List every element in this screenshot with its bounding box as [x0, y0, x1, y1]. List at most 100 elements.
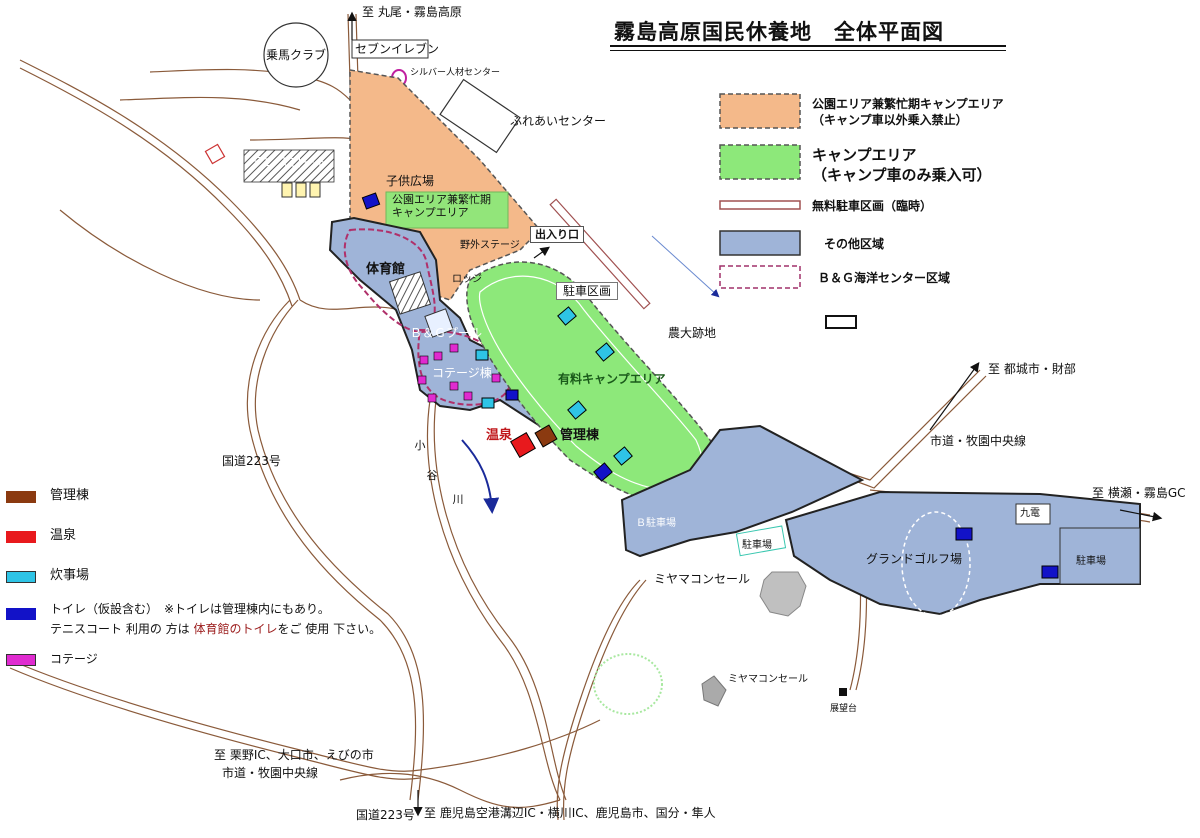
onsen-marker [510, 432, 536, 458]
legend-swatch-park [719, 93, 801, 129]
legend-admin-label: 管理棟 [50, 488, 90, 503]
label-to-miyakonojo: 至 都城市・財部 [988, 362, 1076, 376]
admin-marker [534, 424, 558, 448]
legend-swatch-onsen [6, 531, 36, 543]
legend-swatch-extra [825, 315, 857, 329]
ground-golf-area [784, 490, 1141, 616]
tennis-courts [281, 182, 321, 198]
legend-onsen-label: 温泉 [50, 528, 77, 543]
label-city-road: 市道・牧園中央線 [930, 434, 1027, 448]
ground-golf-course [901, 511, 971, 617]
toilet-marker [955, 527, 973, 541]
legend-camp-text: キャンプエリア （キャンプ車のみ乗入可） [812, 146, 992, 185]
treble-clef-garden [593, 653, 663, 715]
kitchen-marker [481, 397, 495, 409]
label-national-route: 国道223号 [222, 454, 281, 468]
legend-label-bg: Ｂ＆Ｇ海洋センター区域 [818, 270, 950, 286]
legend-swatch-bg [719, 265, 801, 289]
label-national-route-2: 国道223号 [356, 808, 415, 822]
small-building [204, 143, 226, 165]
tennis-court-area [243, 149, 335, 183]
direction-arrows [347, 11, 1163, 817]
legend-swatch-kitchen [6, 571, 36, 583]
map-legend-swatches [719, 93, 857, 329]
label-paid-camp-area: 有料キャンプエリア [558, 372, 666, 386]
label-river-1: 小 [414, 439, 426, 452]
toilet-marker [505, 389, 519, 401]
label-miyama-2: ミヤマコンセール [728, 674, 808, 685]
label-parking-lot-2: 駐車場 [1076, 556, 1106, 567]
toilet-note-prefix: テニスコート 利用の 方は [50, 622, 194, 636]
legend-bg-text: Ｂ＆Ｇ海洋センター区域 [818, 271, 951, 285]
toilet-marker [1041, 565, 1059, 579]
seven-eleven-box [351, 39, 429, 59]
label-parking-section: 駐車区画 [556, 282, 619, 301]
label-ground-golf: グランドゴルフ場 [866, 552, 963, 566]
river-oyagawa [461, 439, 500, 514]
label-agri-univ: 農大跡地 [668, 326, 717, 340]
label-to-kurino: 至 栗野IC、大口市、えびの市 [214, 748, 374, 762]
parking-lot-small [735, 525, 787, 557]
label-entrance: 出入り口 [530, 226, 584, 244]
kitchen-marker [595, 342, 615, 362]
legend-swatch-parking [719, 200, 801, 210]
label-gym: 体育館 [366, 262, 406, 277]
label-kids-plaza: 子供広場 [386, 174, 435, 188]
legend-parking-text: 無料駐車区画（臨時） [812, 199, 933, 213]
label-horse-club: 乗馬クラブ [266, 48, 327, 62]
observatory-mark [839, 688, 847, 696]
kitchen-marker [567, 400, 587, 420]
legend-swatch-other [719, 230, 801, 256]
fureai-center-building [439, 78, 521, 154]
toilet-marker [593, 462, 613, 482]
gym-building [388, 271, 432, 315]
park-camp-area-shape [349, 69, 542, 301]
label-to-maruo: 至 丸尾・霧島高原 [362, 5, 462, 19]
label-silver-center: シルバー人材センター [410, 68, 501, 78]
legend-cottage-label: コテージ [50, 652, 98, 666]
label-to-kagoshima: 至 鹿児島空港溝辺IC・横川IC、鹿児島市、国分・隼人 [424, 806, 716, 820]
toilet-marker [361, 192, 381, 210]
label-outdoor-stage: 野外ステージ [460, 240, 520, 251]
legend-label-camp: キャンプエリア （キャンプ車のみ乗入可） [812, 145, 992, 186]
map-title: 霧島高原国民休養地 全体平面図 [614, 20, 944, 44]
kyuden-box [1015, 503, 1051, 525]
bg-center-boundary [343, 228, 436, 333]
legend-swatch-admin [6, 491, 36, 503]
kitchen-marker [475, 349, 489, 361]
legend-swatch-cottage [6, 654, 36, 666]
legend-kitchen-label: 炊事場 [50, 568, 90, 583]
legend-park-text: 公園エリア兼繁忙期キャンプエリア （キャンプ車以外乗入禁止） [812, 97, 1004, 128]
label-park-camp-area: 公園エリア兼繁忙期 キャンプエリア [392, 193, 491, 219]
toilet-note-suffix: をご 使用 下さい。 [277, 622, 382, 636]
toilet-note-highlight: 体育館のトイレ [193, 622, 278, 636]
legend-other-text: その他区域 [824, 237, 885, 251]
label-river-3: 川 [452, 493, 464, 506]
facility-markers [361, 192, 1059, 579]
label-cottage-area: コテージ棟 [432, 366, 492, 380]
label-fureai-center: ふれあいセンター [510, 114, 607, 128]
toilet-note: テニスコート 利用の 方は 体育館のトイレをご 使用 下さい。 [50, 622, 381, 638]
kitchen-marker [557, 306, 577, 326]
legend-label-other: その他区域 [824, 236, 884, 252]
label-b-parking: Ｂ駐車場 [636, 518, 676, 529]
label-to-yokose: 至 横瀬・霧島GC [1092, 486, 1186, 500]
park-camp-label-box [385, 191, 509, 229]
legend-toilet-label: トイレ（仮設含む） ※トイレは管理棟内にもあり。 [50, 602, 330, 616]
bg-pool [424, 308, 454, 338]
label-miyama-1: ミヤマコンセール [654, 572, 751, 586]
miyama-concert-hall-2 [701, 675, 727, 707]
label-lodge: ロッジ [452, 274, 482, 285]
label-parking-lot: 駐車場 [742, 540, 772, 551]
legend-label-park: 公園エリア兼繁忙期キャンプエリア （キャンプ車以外乗入禁止） [812, 96, 1004, 128]
label-onsen: 温泉 [486, 428, 513, 443]
label-tennis-court: テニスコート [250, 156, 329, 171]
label-admin-building: 管理棟 [560, 428, 600, 443]
miyama-concert-hall [759, 571, 807, 617]
label-city-road-2: 市道・牧園中央線 [222, 766, 319, 780]
legend-swatch-camp [719, 144, 801, 180]
legend-label-parking: 無料駐車区画（臨時） [812, 198, 932, 214]
b-parking-area [620, 424, 865, 558]
horse-club-circle [263, 22, 329, 88]
